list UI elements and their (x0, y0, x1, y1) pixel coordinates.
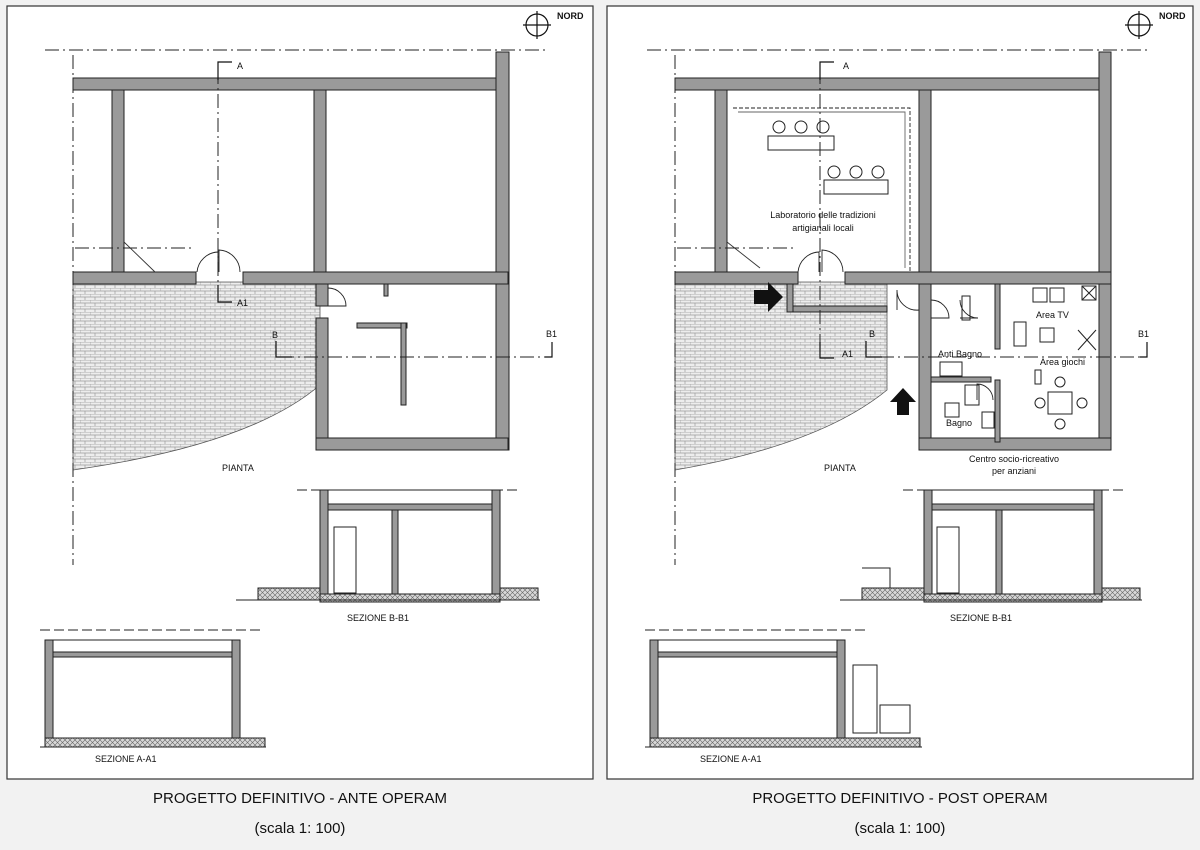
mark-a-left: A (237, 61, 243, 71)
scale-post-operam: (scala 1: 100) (854, 820, 946, 837)
room-centro-line1: Centro socio-ricreativo (969, 454, 1059, 464)
post-operam-sheet: NORD (606, 5, 1194, 780)
door-symbols-right (726, 107, 994, 401)
plan-walls (72, 51, 510, 451)
door-symbols (123, 241, 347, 307)
plan-walls-right (674, 51, 1112, 451)
mark-a1-right: A1 (842, 349, 853, 359)
entrance-arrow-icon (754, 282, 783, 312)
room-lab-line2: artigianali locali (792, 223, 854, 233)
section-aa-right-drawing (645, 629, 922, 748)
north-symbol-icon (1125, 11, 1153, 39)
entrance-arrow-up-icon (890, 388, 916, 415)
axis-lines-right (647, 49, 1148, 565)
scale-ante-operam: (scala 1: 100) (254, 820, 346, 837)
mark-a-right: A (843, 61, 849, 71)
plan-label-right: PIANTA (824, 463, 856, 473)
centro-furniture (939, 285, 1097, 430)
section-aa-label-left: SEZIONE A-A1 (95, 754, 157, 764)
lab-furniture (767, 120, 889, 195)
access-arrows (754, 282, 916, 415)
section-bb-label-left: SEZIONE B-B1 (347, 613, 409, 623)
plan-label-left: PIANTA (222, 463, 254, 473)
room-lab-line1: Laboratorio delle tradizioni (770, 210, 876, 220)
north-symbol-icon (523, 11, 551, 39)
ante-operam-sheet: NORD (6, 5, 594, 780)
section-aa-label-right: SEZIONE A-A1 (700, 754, 762, 764)
room-bagno: Bagno (946, 418, 972, 428)
room-anti-bagno: Anti Bagno (938, 349, 982, 359)
axis-lines (45, 49, 545, 565)
north-label: NORD (557, 11, 584, 21)
mark-b1-right: B1 (1138, 329, 1149, 339)
section-bb-right-drawing (840, 489, 1142, 603)
room-centro-line2: per anziani (992, 466, 1036, 476)
section-aa-left-drawing (40, 629, 266, 748)
title-post-operam: PROGETTO DEFINITIVO - POST OPERAM (752, 790, 1048, 807)
mark-b-right: B (869, 329, 875, 339)
mark-a1-left: A1 (237, 298, 248, 308)
room-area-giochi: Area giochi (1040, 357, 1085, 367)
section-bb-left-drawing (236, 489, 540, 603)
section-markers (217, 61, 553, 358)
paved-area-right (674, 281, 888, 471)
title-ante-operam: PROGETTO DEFINITIVO - ANTE OPERAM (153, 790, 447, 807)
north-label-right: NORD (1159, 11, 1186, 21)
mark-b1-left: B1 (546, 329, 557, 339)
room-area-tv: Area TV (1036, 310, 1069, 320)
section-markers-right (819, 61, 1148, 359)
section-bb-label-right: SEZIONE B-B1 (950, 613, 1012, 623)
paved-area (72, 281, 321, 471)
mark-b-left: B (272, 330, 278, 340)
